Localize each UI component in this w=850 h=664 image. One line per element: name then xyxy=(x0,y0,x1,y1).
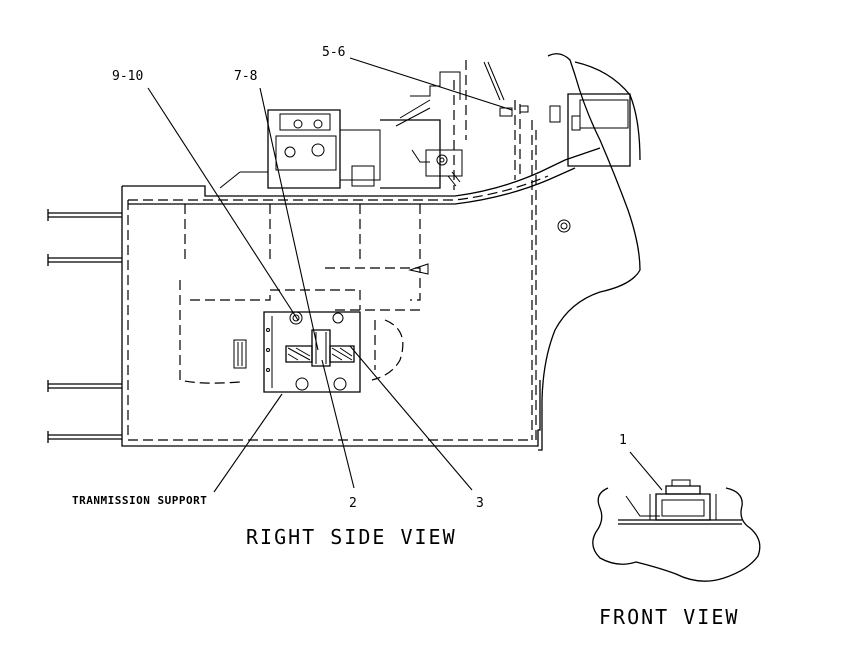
callout-9-10: 9-10 xyxy=(112,69,144,84)
right-side-view-title: RIGHT SIDE VIEW xyxy=(246,525,457,549)
callout-3: 3 xyxy=(476,496,484,511)
callout-5-6: 5-6 xyxy=(322,45,346,60)
transmission-support-label: TRANMISSION SUPPORT xyxy=(72,494,208,507)
main-frame xyxy=(47,53,641,451)
upper-component-cluster xyxy=(219,60,631,190)
leader-lines xyxy=(147,57,663,493)
transmission-support-block xyxy=(263,311,361,393)
callout-1: 1 xyxy=(619,433,627,448)
callout-2: 2 xyxy=(349,496,357,511)
front-view-title: FRONT VIEW xyxy=(599,605,740,629)
callout-7-8: 7-8 xyxy=(234,69,258,84)
front-view-drawing xyxy=(592,479,761,582)
